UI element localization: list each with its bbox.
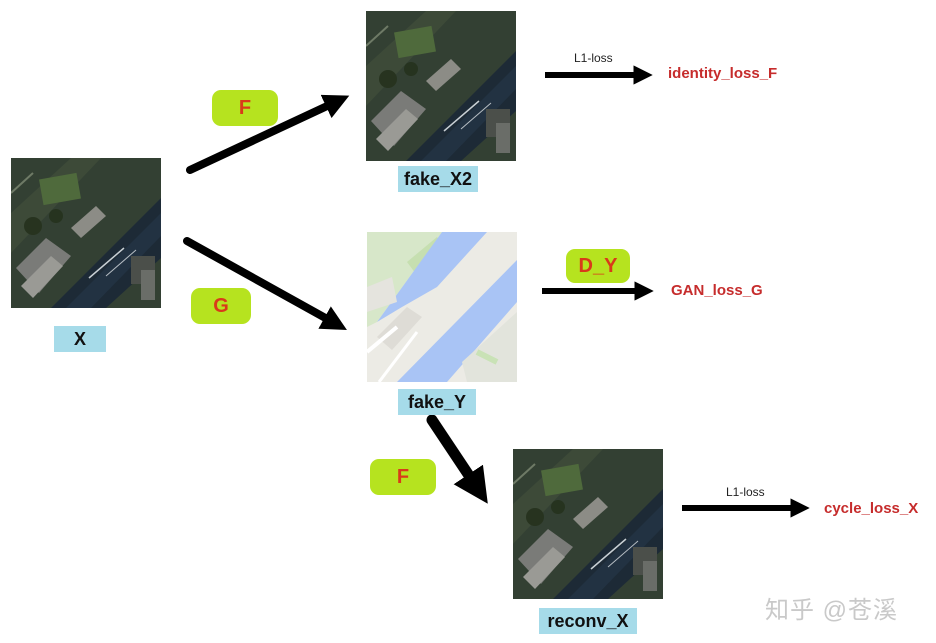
gan-loss-label: GAN_loss_G — [671, 282, 763, 299]
arrow-fake-y-to-reconv-x — [426, 414, 488, 504]
node-label-x: X — [54, 326, 106, 352]
image-reconv-x — [513, 449, 663, 599]
arrow-x-to-fake-x2 — [186, 94, 350, 174]
l1-loss-label-bottom: L1-loss — [726, 485, 765, 499]
l1-loss-label-top: L1-loss — [574, 51, 613, 65]
node-label-fake-x2: fake_X2 — [398, 166, 478, 192]
generator-f-top: F — [212, 90, 278, 126]
cycle-loss-label: cycle_loss_X — [824, 500, 919, 517]
node-label-fake-y: fake_Y — [398, 389, 476, 415]
node-label-reconv-x: reconv_X — [539, 608, 637, 634]
generator-g: G — [191, 288, 251, 324]
arrow-x-to-fake-y — [183, 237, 347, 330]
identity-loss-label: identity_loss_F — [668, 65, 778, 82]
discriminator-d-y: D_Y — [566, 249, 630, 283]
image-fake-x2 — [366, 11, 516, 161]
input-image-x — [11, 158, 161, 308]
generator-f-bottom: F — [370, 459, 436, 495]
watermark: 知乎 @苍溪 — [765, 597, 899, 624]
image-fake-y — [367, 232, 517, 382]
